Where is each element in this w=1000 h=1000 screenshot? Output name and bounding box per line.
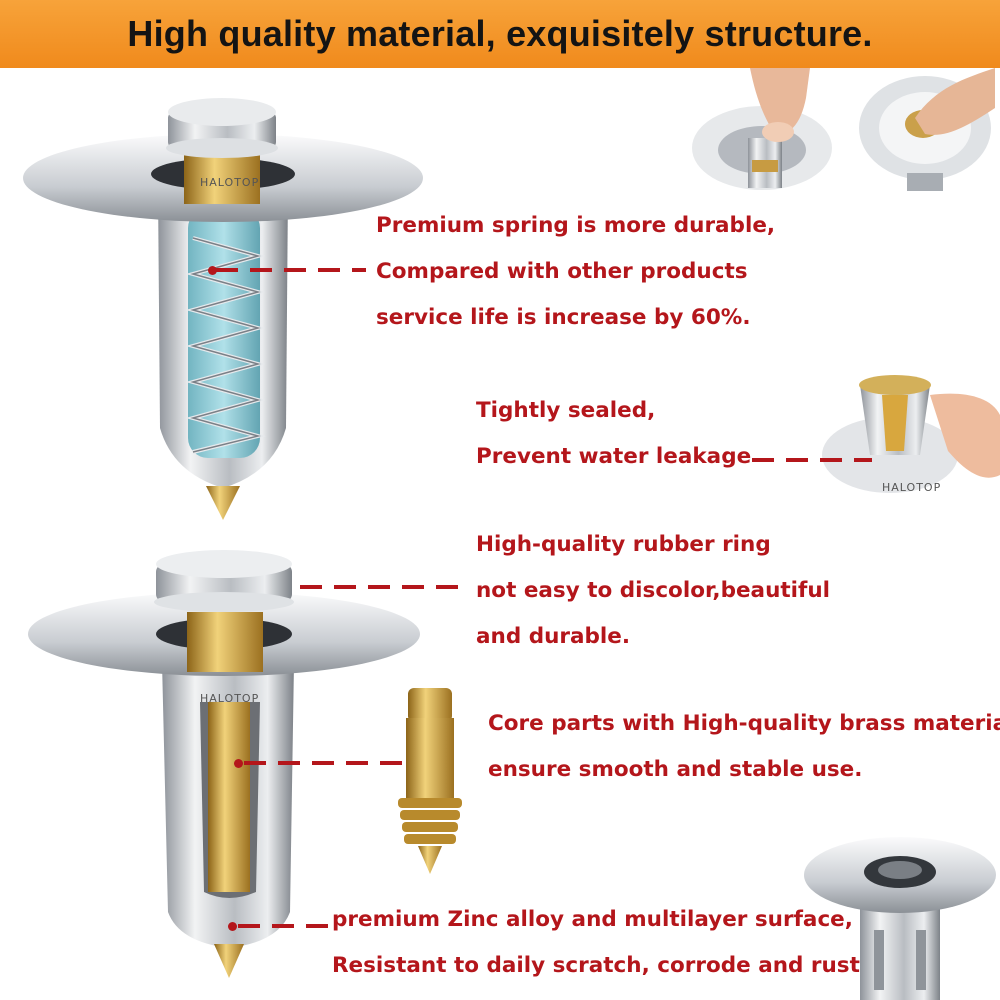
core-caption: Core parts with High-quality brass mater… — [488, 701, 1000, 793]
zinc-caption-line: Resistant to daily scratch, corrode and … — [332, 953, 869, 978]
rubber-caption-line: and durable. — [476, 624, 631, 649]
brand-mark: HALOTOP — [200, 176, 259, 189]
seal-leader-line — [752, 458, 872, 462]
spring-caption-line: service life is increase by 60%. — [376, 305, 751, 330]
brand-mark: HALOTOP — [200, 692, 259, 705]
rubber-caption: High-quality rubber ring not easy to dis… — [476, 522, 830, 660]
zinc-leader-line — [238, 924, 328, 928]
plug-photo: HALOTOP — [822, 375, 1000, 494]
seal-caption-line: Prevent water leakage — [476, 444, 752, 469]
spring-pointer-dot — [208, 266, 217, 275]
page-title: High quality material, exquisitely struc… — [127, 13, 873, 54]
rubber-caption-line: not easy to discolor,beautiful — [476, 578, 831, 603]
rubber-caption-line: High-quality rubber ring — [476, 532, 771, 557]
thread-icon — [398, 798, 462, 844]
seal-caption: Tightly sealed, Prevent water leakage — [476, 388, 751, 480]
header-banner: High quality material, exquisitely struc… — [0, 0, 1000, 68]
core-caption-line: Core parts with High-quality brass mater… — [488, 711, 1000, 736]
stopper-cutaway-spring: HALOTOP — [23, 98, 423, 520]
zinc-caption-line: premium Zinc alloy and multilayer surfac… — [332, 907, 853, 932]
hand-press-photo-2 — [859, 68, 995, 191]
stopper-cutaway-brass: HALOTOP — [28, 550, 420, 978]
core-leader-line — [244, 761, 404, 765]
hand-press-photo-1 — [692, 68, 832, 190]
rubber-leader-line — [300, 585, 460, 589]
spring-caption-line: Compared with other products — [376, 259, 748, 284]
drain-plug-illustration — [804, 837, 996, 1000]
spring-caption-line: Premium spring is more durable, — [376, 213, 776, 238]
spring-leader-line — [216, 268, 366, 272]
zinc-caption: premium Zinc alloy and multilayer surfac… — [332, 897, 868, 989]
seal-caption-line: Tightly sealed, — [476, 398, 656, 423]
zinc-pointer-dot — [228, 922, 237, 931]
brass-core-illustration — [398, 688, 462, 874]
core-caption-line: ensure smooth and stable use. — [488, 757, 863, 782]
core-pointer-dot — [234, 759, 243, 768]
spring-caption: Premium spring is more durable, Compared… — [376, 203, 775, 341]
brand-mark: HALOTOP — [882, 481, 941, 494]
